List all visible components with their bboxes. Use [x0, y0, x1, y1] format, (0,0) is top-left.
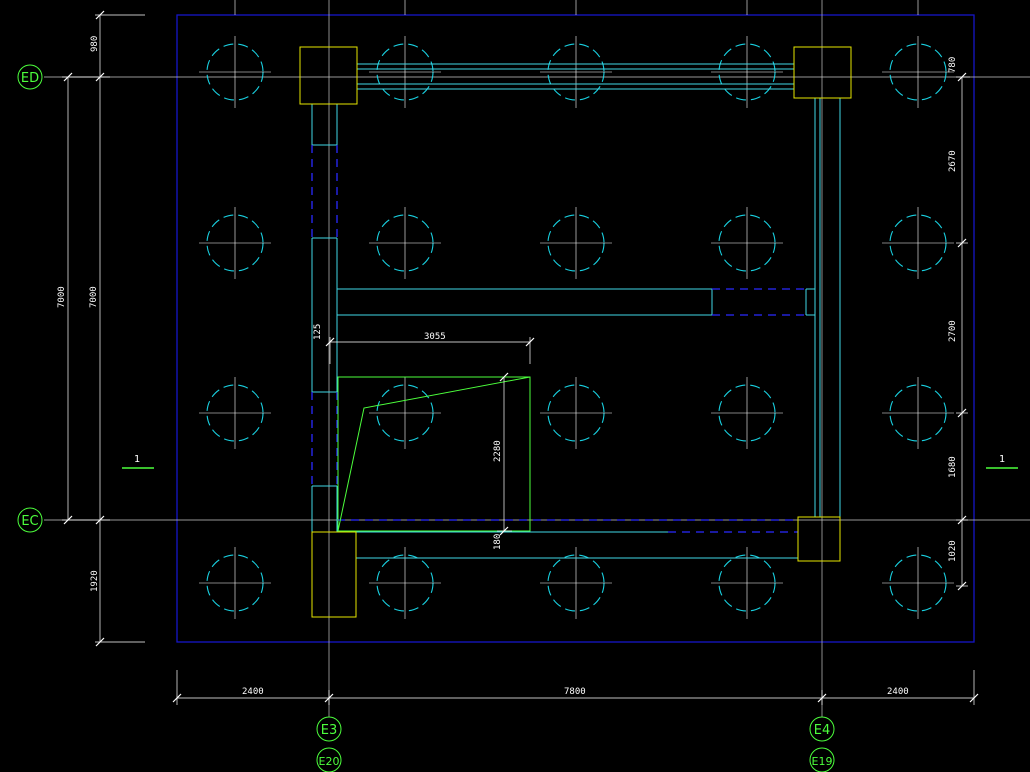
axis-bubble-EC[interactable]: EC: [17, 507, 43, 533]
section-mark-right: 1: [986, 454, 1018, 469]
middle-beam-hidden: [712, 288, 806, 316]
columns: [299, 46, 852, 618]
column-bottom-left: [311, 531, 357, 618]
left-beam-hidden: [311, 145, 338, 486]
axis-bubble-E4[interactable]: E4: [809, 716, 835, 742]
axis-bubble-E19[interactable]: E19: [809, 747, 835, 772]
svg-text:ED: ED: [21, 71, 39, 86]
dim-right-top: 780: [948, 57, 958, 73]
dim-opening-height: 2280: [493, 440, 503, 462]
bottom-beam-hidden: [337, 519, 798, 533]
dim-right-seg-3: 1680: [948, 456, 958, 478]
middle-beam: [336, 288, 815, 316]
right-beam: [814, 98, 841, 517]
foundation-boundary: [176, 14, 975, 643]
svg-text:1: 1: [999, 454, 1005, 465]
dim-offset-180: 180: [493, 534, 503, 550]
dim-left-inner-span: 7000: [89, 286, 99, 308]
left-beam: [311, 104, 338, 532]
axis-bubble-E3[interactable]: E3: [316, 716, 342, 742]
svg-text:E20: E20: [319, 755, 340, 768]
dim-right-seg-1: 2670: [948, 150, 958, 172]
bottom-beam: [356, 531, 798, 559]
pile-grid-lines: [234, 0, 919, 15]
dim-bottom-left-offset: 1920: [90, 570, 100, 592]
dim-bottom-left: 2400: [242, 687, 264, 697]
axis-bubble-E20[interactable]: E20: [316, 747, 342, 772]
svg-text:E19: E19: [812, 755, 833, 768]
dim-left-outer-span: 7000: [57, 286, 67, 308]
dimension-ticks: [63, 10, 979, 703]
column-bottom-right: [797, 516, 841, 562]
column-top-left: [299, 46, 358, 105]
dim-top-left-offset: 980: [90, 36, 100, 52]
dim-right-seg-4: 1020: [948, 540, 958, 562]
svg-text:E3: E3: [321, 723, 338, 738]
dim-opening-width: 3055: [424, 332, 446, 342]
svg-text:E4: E4: [814, 723, 831, 738]
dim-bottom-right: 2400: [887, 687, 909, 697]
pile-group: [199, 36, 954, 619]
dimension-lines: [62, 14, 975, 705]
top-beam: [356, 63, 795, 90]
opening-outline: [337, 376, 531, 532]
column-top-right: [793, 46, 852, 99]
dim-bottom-middle: 7800: [564, 687, 586, 697]
dim-offset-125: 125: [313, 324, 323, 340]
axis-lines: [44, 0, 1030, 720]
axis-bubble-ED[interactable]: ED: [17, 64, 43, 90]
svg-text:1: 1: [134, 454, 140, 465]
dim-right-seg-2: 2700: [948, 320, 958, 342]
svg-text:EC: EC: [21, 514, 38, 529]
section-mark-left: 1: [122, 454, 154, 469]
